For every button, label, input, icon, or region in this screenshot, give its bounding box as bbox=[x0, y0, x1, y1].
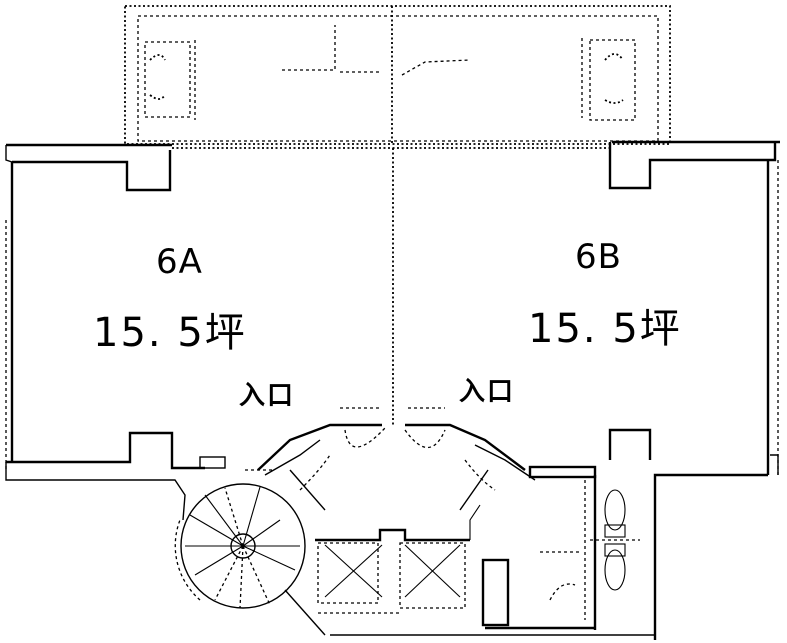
balcony-area bbox=[124, 5, 671, 145]
unit-6a-name: 6A bbox=[156, 242, 203, 282]
spiral-staircase bbox=[174, 483, 326, 636]
unit-6b-area: 15. 5坪 bbox=[528, 306, 682, 352]
entrance-6b-label: 入口 bbox=[459, 377, 516, 407]
entrance-hall bbox=[199, 407, 536, 511]
restroom bbox=[481, 465, 640, 630]
exterior-walls bbox=[5, 140, 780, 640]
unit-6a-area: 15. 5坪 bbox=[93, 310, 247, 356]
entrance-6a-label: 入口 bbox=[239, 381, 296, 411]
elevator-shafts bbox=[315, 504, 655, 636]
unit-6b-name: 6B bbox=[575, 237, 622, 277]
